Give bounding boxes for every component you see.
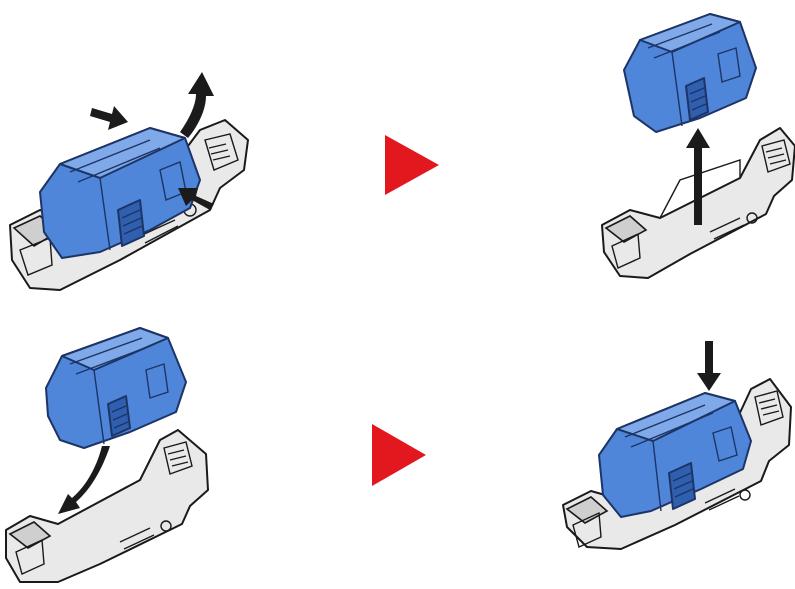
press-left-arrow-icon: [90, 106, 128, 130]
staple-cartridge: [46, 328, 186, 448]
step-1-panel: [0, 60, 260, 300]
down-arrow-icon: [697, 341, 721, 391]
play-arrow-icon: [385, 135, 441, 195]
staple-cartridge: [624, 14, 756, 132]
step-3-panel: [0, 320, 225, 584]
step-2-panel: [590, 0, 795, 290]
step-4-panel: [555, 335, 795, 584]
staple-cartridge: [40, 128, 200, 258]
play-arrow-icon: [372, 424, 428, 486]
